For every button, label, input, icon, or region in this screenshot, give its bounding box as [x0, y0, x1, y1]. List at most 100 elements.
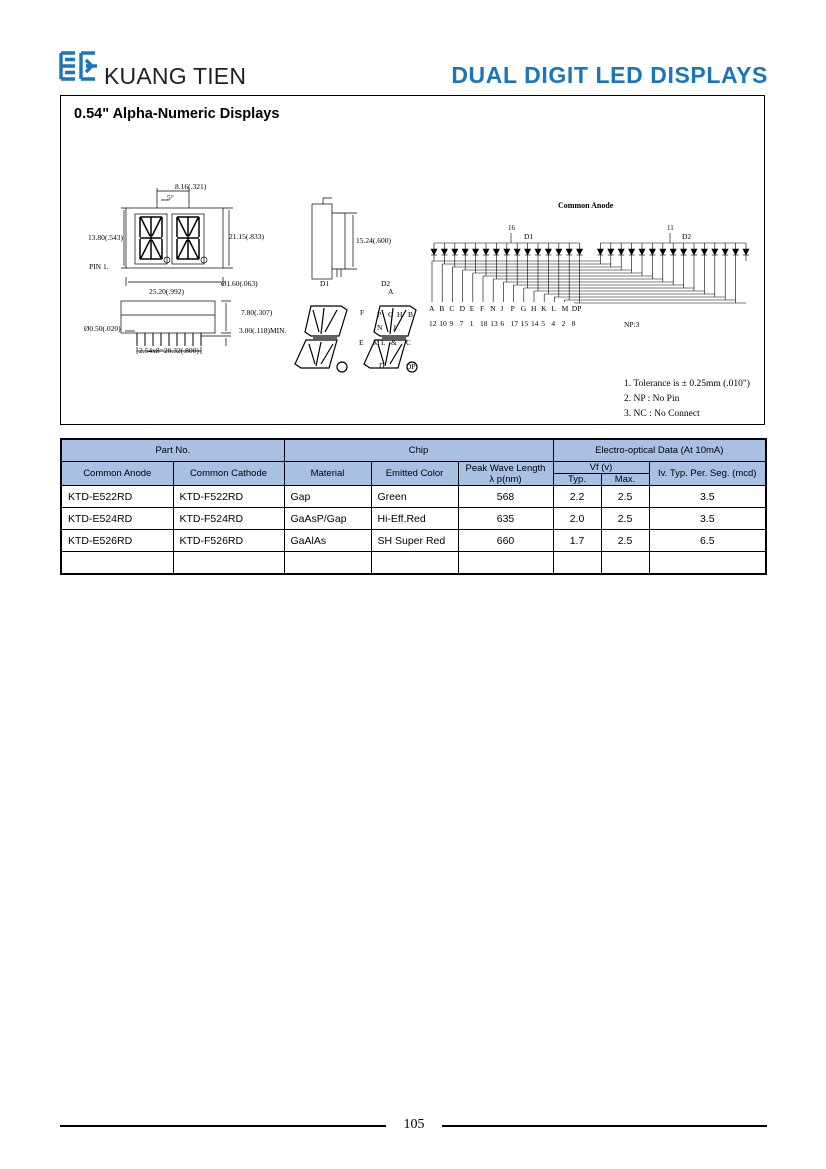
circuit-d1-label: D1: [524, 232, 533, 241]
pin-number: 6: [500, 319, 504, 328]
cell-max: 2.5: [600, 507, 650, 530]
segment-label: H: [397, 310, 403, 319]
diode-symbol: [555, 248, 563, 256]
drawing-notes: 1. Tolerance is ± 0.25mm (.010") 2. NP :…: [624, 377, 750, 422]
cell-anode: KTD-E526RD: [60, 529, 174, 552]
diode-symbol: [451, 248, 459, 256]
dim-label: 21.15(.833): [229, 232, 264, 241]
header-part-no: Part No.: [60, 438, 285, 462]
header-electro: Electro-optical Data (At 10mA): [552, 438, 767, 462]
note-line: 1. Tolerance is ± 0.25mm (.010"): [624, 379, 750, 389]
pin-number: 18: [480, 319, 488, 328]
pin-number: 1: [470, 319, 474, 328]
diode-symbol: [690, 248, 698, 256]
circuit-d2-label: D2: [682, 232, 691, 241]
pin-number: 17: [511, 319, 519, 328]
diode-symbol: [669, 248, 677, 256]
pin-number: 4: [551, 319, 555, 328]
digit-label: D1: [320, 279, 329, 288]
diode-symbol: [544, 248, 552, 256]
header-chip: Chip: [283, 438, 554, 462]
segment-name: A: [429, 304, 435, 313]
segment-name: N: [490, 304, 496, 313]
footer-rule-right: [442, 1125, 767, 1127]
segment-name: M: [562, 304, 569, 313]
segment-label: E: [359, 338, 364, 347]
diode-symbol: [576, 248, 584, 256]
page-number: 105: [403, 1117, 425, 1132]
header-emitted-color: Emitted Color: [370, 461, 459, 486]
note-line: 2. NP : No Pin: [624, 394, 680, 404]
diode-symbol: [617, 248, 625, 256]
digit-label: D2: [381, 279, 390, 288]
kuang-tien-logo: [59, 51, 97, 81]
segment-label: L: [381, 338, 386, 347]
circuit-title: Common Anode: [558, 201, 614, 210]
pin-number: 12: [429, 319, 437, 328]
header-vf: Vf (v): [552, 461, 650, 474]
np-label: NP:3: [624, 320, 640, 329]
brand-name: KUANG TIEN: [104, 63, 247, 89]
segment-name: E: [470, 304, 475, 313]
segment-name: G: [521, 304, 527, 313]
segment-label: G: [388, 310, 394, 319]
dim-label: 5°: [167, 193, 174, 202]
cell-material: Gap: [283, 485, 372, 508]
header-common-anode: Common Anode: [60, 461, 174, 486]
dim-label: 15.24(.600): [356, 236, 391, 245]
dim-label: PIN 1.: [89, 262, 109, 271]
segment-name: DP: [572, 304, 582, 313]
diode-symbol: [596, 248, 604, 256]
note-line: 3. NC : No Connect: [624, 409, 700, 419]
diode-symbol: [700, 248, 708, 256]
diode-symbol: [721, 248, 729, 256]
header-peak-wave: Peak Wave Length λ p(nm): [457, 461, 554, 486]
header-material: Material: [283, 461, 372, 486]
diode-symbol: [482, 248, 490, 256]
cell-anode: KTD-E524RD: [60, 507, 174, 530]
diode-symbol: [440, 248, 448, 256]
segment-label: M: [373, 338, 380, 347]
segment-label: B: [408, 310, 413, 319]
diode-symbol: [732, 248, 740, 256]
cell-peak: 635: [457, 507, 554, 530]
diode-symbol: [607, 248, 615, 256]
segment-name: K: [541, 304, 547, 313]
pin-number: 7: [460, 319, 464, 328]
segment-name: B: [439, 304, 444, 313]
segment-name: H: [531, 304, 537, 313]
diode-symbol: [711, 248, 719, 256]
segment-label: A: [388, 287, 394, 296]
cell-peak: 660: [457, 529, 554, 552]
cell-cathode: KTD-F522RD: [172, 485, 285, 508]
diode-symbol: [513, 248, 521, 256]
pin-number: 15: [521, 319, 529, 328]
cell-iv: 6.5: [648, 529, 767, 552]
mechanical-drawing: 8.16(.321) 5° 13.80(.543) 21.15(.833) PI…: [84, 182, 750, 373]
cell-cathode: KTD-F524RD: [172, 507, 285, 530]
header-iv: Iv. Typ. Per. Seg. (mcd): [648, 461, 767, 486]
cell-color: Hi-Eff.Red: [370, 507, 459, 530]
dim-label: 2.54x8=20.32(.800): [139, 346, 199, 355]
cell-max: 2.5: [600, 485, 650, 508]
diode-symbol: [534, 248, 542, 256]
diode-symbol: [503, 248, 511, 256]
end-view-outline: [311, 203, 333, 280]
header-max: Max.: [600, 473, 650, 486]
common-pin-d2: 11: [667, 224, 674, 232]
page-title: DUAL DIGIT LED DISPLAYS: [451, 62, 768, 88]
dim-label: Ø1.60(.063): [221, 279, 258, 288]
diode-symbol: [565, 248, 573, 256]
pin-number: 10: [439, 319, 447, 328]
segment-name: C: [449, 304, 454, 313]
diode-symbol: [461, 248, 469, 256]
common-pin-d1: 16: [508, 224, 516, 232]
header-common-cathode: Common Cathode: [172, 461, 285, 486]
segment-label: &: [391, 338, 397, 347]
dim-label: Ø0.50(.020): [84, 324, 121, 333]
cell-material: GaAlAs: [283, 529, 372, 552]
segment-name: J: [500, 304, 503, 313]
pin-number: 14: [531, 319, 539, 328]
